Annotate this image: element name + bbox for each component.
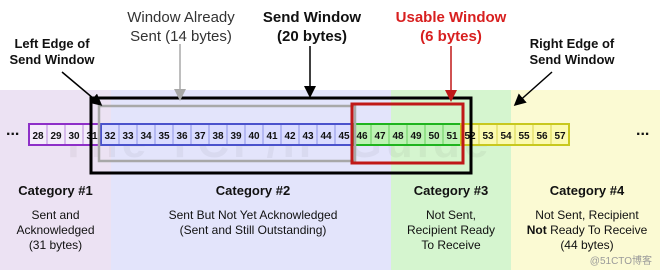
send-window-outline: [89, 96, 473, 175]
left-edge-label: Left Edge of Send Window: [0, 36, 104, 68]
already-sent-label-line1: Window Already: [127, 9, 235, 26]
send-window-label-line1: Send Window: [262, 9, 362, 26]
category-1-text: Category #1 Sent and Acknowledged (31 by…: [0, 183, 111, 253]
category-1-line: Sent and: [31, 208, 80, 222]
byte-number: 29: [50, 131, 62, 142]
category-3-text: Category #3 Not Sent, Recipient Ready To…: [394, 183, 508, 253]
left-edge-arrow: [61, 71, 103, 106]
byte-number: 32: [104, 131, 116, 142]
category-1-description: Sent and Acknowledged (31 bytes): [0, 208, 111, 253]
right-edge-arrow: [513, 71, 553, 106]
category-4-band: [511, 90, 660, 270]
category-2-line: (Sent and Still Outstanding): [179, 223, 327, 237]
byte-number: 53: [482, 131, 494, 142]
category-4-text: Category #4 Not Sent, Recipient Not Read…: [514, 183, 660, 253]
byte-number: 54: [500, 131, 512, 142]
right-edge-label-line2: Send Window: [529, 52, 615, 67]
byte-number: 48: [392, 131, 404, 142]
already-sent-outline: [97, 104, 357, 163]
left-edge-label-line1: Left Edge of: [14, 36, 90, 51]
byte-number: 42: [284, 131, 296, 142]
usable-window-label-line1: Usable Window: [395, 9, 507, 26]
category-4-line: (44 bytes): [560, 238, 614, 252]
right-edge-label-line1: Right Edge of: [529, 36, 615, 51]
byte-number: 55: [518, 131, 530, 142]
category-3-line: Recipient Ready: [406, 223, 496, 237]
byte-number: 47: [374, 131, 386, 142]
right-edge-label: Right Edge of Send Window: [516, 36, 628, 68]
category-3-band: [391, 90, 511, 270]
category4-group-border: [460, 123, 570, 146]
category-4-title: Category #4: [549, 183, 625, 198]
category-2-line: Sent But Not Yet Acknowledged: [168, 208, 338, 222]
category-4-line: Not Ready To Receive: [514, 223, 660, 238]
category-4-not-emphasis: Not: [526, 223, 547, 237]
category-4-line-rest: Ready To Receive: [546, 223, 648, 237]
corner-watermark: @51CTO博客: [589, 256, 652, 267]
category-3-title: Category #3: [413, 183, 489, 198]
byte-number: 51: [446, 131, 458, 142]
byte-number: 37: [194, 131, 206, 142]
byte-number: 28: [32, 131, 44, 142]
category-1-title: Category #1: [18, 183, 93, 198]
byte-number: 56: [536, 131, 548, 142]
category-1-line: Acknowledged: [16, 223, 95, 237]
category-2-description: Sent But Not Yet Acknowledged (Sent and …: [118, 208, 388, 238]
byte-number: 45: [338, 131, 350, 142]
byte-number: 41: [266, 131, 278, 142]
usable-window-label-line2: (6 bytes): [420, 28, 482, 45]
byte-number: 44: [320, 131, 332, 142]
byte-number: 46: [356, 131, 368, 142]
category-4-description: Not Sent, Recipient Not Ready To Receive…: [514, 208, 660, 253]
byte-number: 49: [410, 131, 422, 142]
already-sent-label: Window Already Sent (14 bytes): [116, 8, 246, 46]
category-2-text: Category #2 Sent But Not Yet Acknowledge…: [118, 183, 388, 238]
byte-number: 50: [428, 131, 440, 142]
byte-number: 35: [158, 131, 170, 142]
usable-window-label: Usable Window (6 bytes): [380, 8, 522, 46]
category-3-description: Not Sent, Recipient Ready To Receive: [394, 208, 508, 253]
byte-number: 30: [68, 131, 80, 142]
byte-number: 38: [212, 131, 224, 142]
already-sent-label-line2: Sent (14 bytes): [130, 28, 232, 45]
usable-window-outline: [350, 102, 465, 165]
category-2-title: Category #2: [215, 183, 291, 198]
category-2-band: [111, 90, 391, 270]
category-4-line: Not Sent, Recipient: [535, 208, 639, 222]
byte-number: 39: [230, 131, 242, 142]
ellipsis-left: ...: [6, 122, 20, 139]
send-window-label: Send Window (20 bytes): [250, 8, 374, 46]
send-window-label-line2: (20 bytes): [276, 28, 348, 45]
byte-number: 33: [122, 131, 134, 142]
byte-number: 40: [248, 131, 260, 142]
category-3-line: To Receive: [421, 238, 481, 252]
byte-number: 43: [302, 131, 314, 142]
byte-number: 36: [176, 131, 188, 142]
category-3-line: Not Sent,: [425, 208, 477, 222]
byte-number: 34: [140, 131, 152, 142]
ellipsis-right: ...: [636, 122, 650, 139]
byte-number: 57: [554, 131, 566, 142]
category-1-line: (31 bytes): [28, 238, 83, 252]
left-edge-label-line2: Send Window: [9, 52, 95, 67]
